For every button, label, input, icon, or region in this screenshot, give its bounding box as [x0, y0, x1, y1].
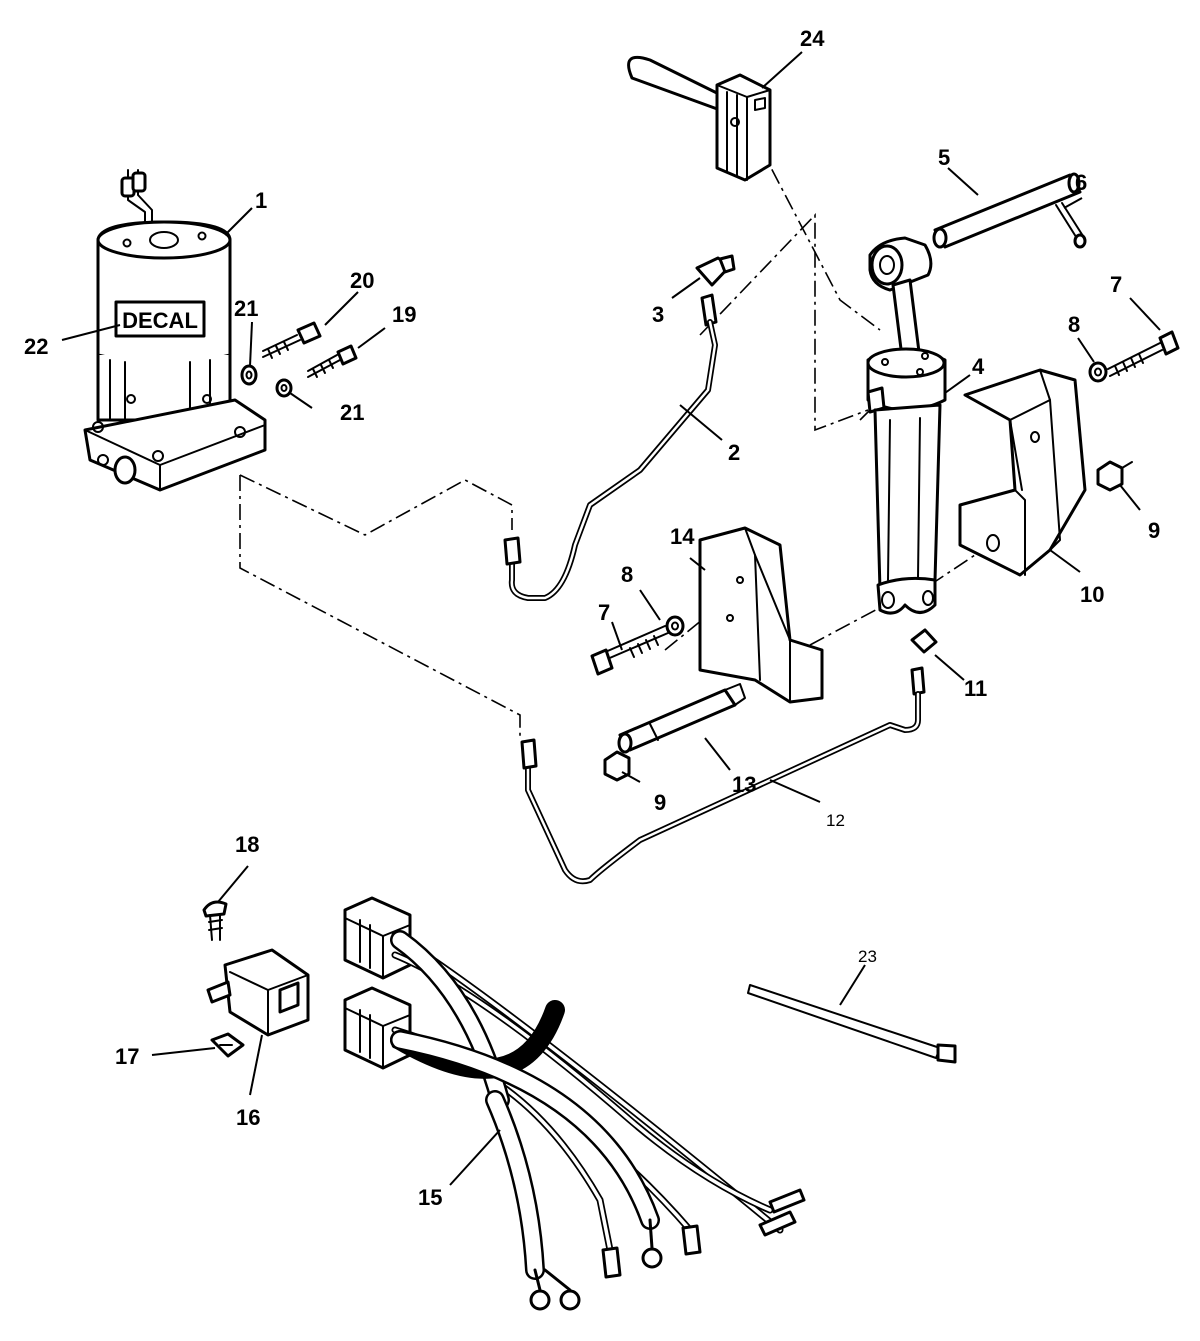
callout-9-right: 9	[1148, 518, 1160, 543]
callout-7-upper: 7	[1110, 272, 1122, 297]
callout-3: 3	[652, 302, 664, 327]
callout-labels: 1 2 3 4 5 6 7 7 8 8 9 9 10 11 12 13 14 1…	[24, 26, 1160, 1210]
hydraulic-tube-2	[503, 319, 718, 601]
nut-9-lower	[603, 750, 631, 782]
callout-16: 16	[236, 1105, 260, 1130]
screw-20	[262, 321, 322, 359]
pump-motor: DECAL	[83, 169, 267, 492]
callout-20: 20	[350, 268, 374, 293]
relay-16	[206, 948, 310, 1037]
decal-label: DECAL	[122, 308, 198, 333]
fitting-3	[695, 254, 736, 327]
screw-19	[307, 344, 358, 378]
mounting-bracket-10	[958, 368, 1087, 577]
bolt-7-lower	[590, 625, 669, 676]
callout-19: 19	[392, 302, 416, 327]
callout-15: 15	[418, 1185, 442, 1210]
callout-8-lower: 8	[621, 562, 633, 587]
screw-18	[202, 900, 228, 941]
washer-21-lower	[275, 378, 293, 398]
callout-12: 12	[826, 811, 845, 830]
washer-8-upper	[1088, 361, 1108, 383]
callout-5: 5	[938, 145, 950, 170]
callout-1: 1	[255, 188, 267, 213]
pivot-pin-5	[932, 172, 1082, 249]
hydraulic-tube-12	[520, 691, 921, 885]
leader-lines	[61, 51, 1161, 1186]
callout-18: 18	[235, 832, 259, 857]
callout-21-lower: 21	[340, 400, 364, 425]
callout-14: 14	[670, 524, 695, 549]
trim-cylinder-4	[866, 236, 947, 615]
clip-17	[210, 1032, 245, 1058]
callout-17: 17	[115, 1044, 139, 1069]
callout-8-upper: 8	[1068, 312, 1080, 337]
callout-9-lower: 9	[654, 790, 666, 815]
callout-23: 23	[858, 947, 877, 966]
callout-24: 24	[800, 26, 825, 51]
callout-2: 2	[728, 440, 740, 465]
callout-10: 10	[1080, 582, 1104, 607]
manual-release-tool	[627, 55, 772, 182]
bolt-7-upper	[1107, 330, 1180, 377]
callout-21-upper: 21	[234, 296, 258, 321]
fitting-11	[910, 628, 938, 696]
washer-8-lower	[665, 615, 685, 637]
nut-9-right	[1096, 460, 1133, 492]
callout-11: 11	[964, 676, 987, 701]
mounting-bracket-14	[698, 526, 824, 704]
cable-tie-23	[747, 984, 957, 1064]
callout-13: 13	[732, 772, 756, 797]
callout-4: 4	[972, 354, 985, 379]
pivot-shaft-13	[617, 683, 746, 754]
callout-7-lower: 7	[598, 600, 610, 625]
callout-22: 22	[24, 334, 48, 359]
cotter-pin-6	[1055, 202, 1087, 249]
callout-6: 6	[1075, 170, 1087, 195]
washer-21-upper	[240, 364, 258, 386]
wiring-harness-15	[343, 896, 806, 1311]
